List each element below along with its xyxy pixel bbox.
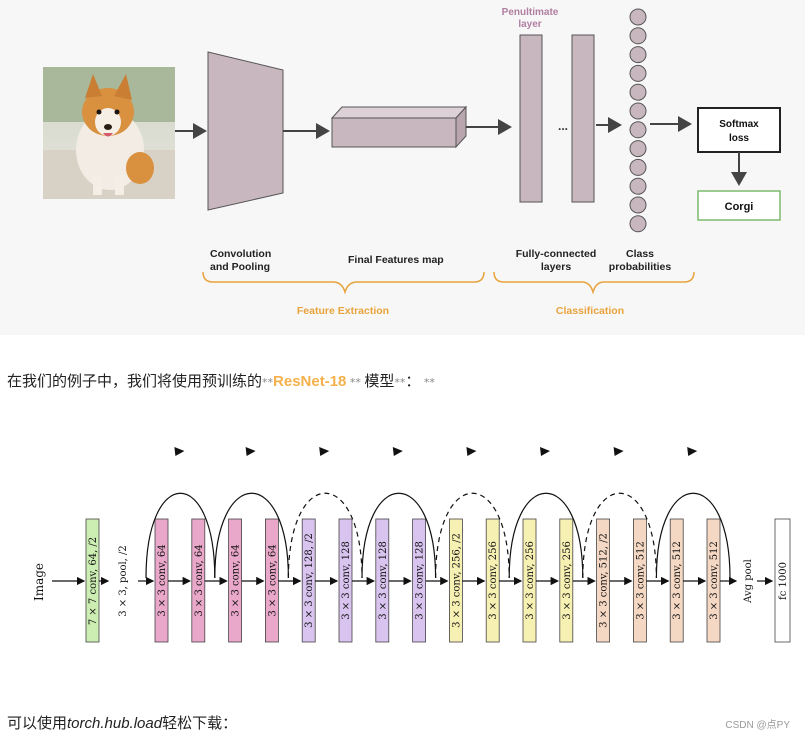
- conv-layer-label: 3 × 3 conv, 64: [267, 544, 278, 616]
- conv-pooling-label-2: and Pooling: [210, 261, 270, 273]
- probability-neuron: [629, 215, 647, 233]
- probability-neuron: [629, 102, 647, 120]
- resnet18-diagram: Image 7 × 7 conv, 64, /2 3 × 3, pool, /2…: [32, 447, 791, 643]
- conv-layer-label: 3 × 3 conv, 256: [562, 541, 573, 620]
- torch-hub-paragraph: 可以使用torch.hub.load轻松下载：: [7, 712, 237, 733]
- avg-pool-label: Avg pool: [743, 559, 754, 604]
- torch-hub-load-code: torch.hub.load: [67, 715, 163, 732]
- skip-arrowhead: [687, 447, 698, 456]
- classification-brace: [493, 271, 695, 295]
- class-prob-label-2: probabilities: [609, 261, 672, 273]
- markdown-asterisks: **: [420, 376, 435, 389]
- output-label: Corgi: [725, 201, 754, 213]
- skip-arrowhead: [174, 447, 185, 456]
- conv-layer-label: 3 × 3 conv, 64: [157, 544, 168, 616]
- resnet-intro-paragraph: 在我们的例子中，我们将使用预训练的**ResNet-18 ** 模型**： **: [7, 370, 435, 391]
- fc-label: fc 1000: [778, 562, 789, 600]
- markdown-asterisks: **: [394, 376, 406, 389]
- conv-pooling-label: Convolution: [210, 248, 271, 260]
- probability-neuron: [629, 83, 647, 101]
- conv-layer-label: 3 × 3 conv, 64: [231, 544, 242, 616]
- penultimate-layer: [571, 34, 595, 203]
- feature-extraction-brace: [202, 271, 485, 295]
- fc-block: [774, 518, 791, 643]
- corgi-photo: [43, 67, 175, 199]
- penultimate-label-2: layer: [518, 19, 541, 30]
- skip-connection: [361, 492, 437, 579]
- conv-layer-label: 3 × 3 conv, 128: [341, 541, 352, 620]
- skip-arrowhead: [392, 447, 403, 456]
- skip-arrowhead: [319, 447, 330, 456]
- feature-map-box: [330, 105, 468, 149]
- skip-connection: [214, 492, 289, 579]
- colon-text: ：: [405, 372, 421, 390]
- conv-layer-label: 3 × 3 conv, 128: [415, 541, 426, 620]
- probability-neuron: [629, 177, 647, 195]
- fc-ellipsis: ...: [558, 119, 568, 133]
- softmax-label-2: loss: [729, 133, 749, 144]
- download-text: 轻松下载：: [162, 714, 238, 732]
- skip-connection: [287, 492, 363, 579]
- usage-text: 可以使用: [7, 714, 68, 732]
- penultimate-label: Penultimate: [502, 7, 559, 18]
- markdown-asterisks: **: [262, 376, 274, 389]
- csdn-watermark: CSDN @点PY: [725, 720, 790, 731]
- skip-arrowhead: [245, 447, 256, 456]
- conv-layer-label: 3 × 3 conv, 512: [635, 541, 646, 620]
- probability-neuron: [629, 64, 647, 82]
- output-box: [697, 190, 781, 221]
- pool-label: 3 × 3, pool, /2: [118, 545, 129, 617]
- cnn-pipeline-figure: Penultimate layer ... Softmax loss Corgi…: [0, 0, 805, 335]
- skip-connection: [582, 492, 657, 579]
- skip-arrowhead: [466, 447, 477, 456]
- softmax-label: Softmax: [719, 119, 759, 130]
- probability-neuron: [629, 27, 647, 45]
- model-text: 模型: [364, 372, 395, 390]
- conv-pooling-trapezoid: [207, 51, 284, 211]
- conv-layer-label: 3 × 3 conv, 64: [194, 544, 205, 616]
- resnet-conv-layers: 3 × 3 conv, 64 3 × 3 conv, 64 3 × 3 conv, …: [138, 518, 738, 643]
- probability-neuron: [629, 158, 647, 176]
- probability-neuron: [629, 46, 647, 64]
- skip-connection: [655, 492, 731, 579]
- skip-arrowhead: [540, 447, 550, 456]
- conv-layer-label: 3 × 3 conv, 256, /2: [451, 533, 462, 628]
- cnn-pipeline-diagram: Penultimate layer ... Softmax loss Corgi…: [43, 7, 781, 317]
- skip-connection: [508, 492, 584, 579]
- markdown-asterisks: **: [346, 376, 365, 389]
- final-features-label: Final Features map: [348, 254, 444, 266]
- fc-layers-label-2: layers: [541, 261, 572, 273]
- conv-layer-label: 3 × 3 conv, 256: [525, 541, 536, 620]
- class-probability-neurons: [629, 8, 647, 233]
- conv-layer-label: 3 × 3 conv, 128, /2: [304, 533, 315, 628]
- conv-layer-label: 3 × 3 conv, 512: [709, 541, 720, 620]
- softmax-box: [697, 107, 781, 153]
- image-input-label: Image: [32, 563, 46, 601]
- resnet-skip-connections: [145, 447, 731, 579]
- class-prob-label: Class: [626, 248, 654, 260]
- intro-text: 在我们的例子中，我们将使用预训练的: [7, 372, 263, 390]
- probability-neuron: [629, 196, 647, 214]
- skip-connection: [145, 492, 216, 579]
- conv-layer-label: 3 × 3 conv, 512: [672, 541, 683, 620]
- feature-extraction-label: Feature Extraction: [297, 305, 389, 317]
- probability-neuron: [629, 121, 647, 139]
- resnet18-architecture-figure: Image 7 × 7 conv, 64, /2 3 × 3, pool, /2…: [0, 420, 805, 690]
- fc-layer-1: [519, 34, 543, 203]
- first-conv-label: 7 × 7 conv, 64, /2: [88, 537, 99, 625]
- conv-layer-label: 3 × 3 conv, 256: [488, 541, 499, 620]
- probability-neuron: [629, 8, 647, 26]
- probability-neuron: [629, 140, 647, 158]
- classification-label: Classification: [556, 305, 624, 317]
- resnet18-highlight: ResNet-18: [273, 373, 347, 390]
- skip-connection: [435, 492, 510, 579]
- fc-layers-label: Fully-connected: [516, 248, 597, 260]
- conv-layer-label: 3 × 3 conv, 128: [378, 541, 389, 620]
- conv-layer-label: 3 × 3 conv, 512, /2: [599, 533, 610, 628]
- skip-arrowhead: [613, 447, 624, 456]
